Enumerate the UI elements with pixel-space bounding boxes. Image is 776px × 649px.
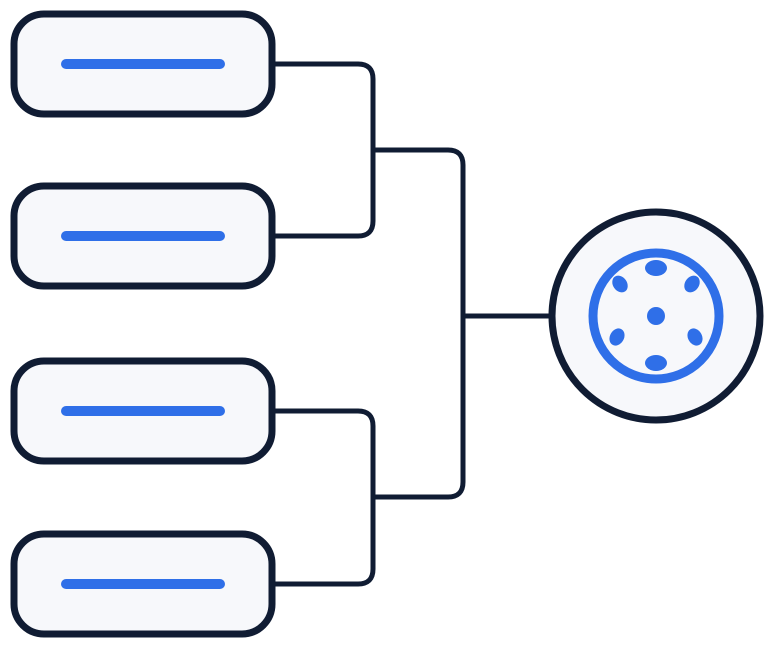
connector-round1-top <box>269 61 376 239</box>
pickleball-icon <box>548 208 764 424</box>
connector-round1-bottom <box>269 408 376 587</box>
entry-slot-4 <box>10 530 276 638</box>
bracket-connectors <box>269 61 553 587</box>
ball-holes <box>609 260 703 371</box>
connector-round2 <box>370 147 466 500</box>
entry-slot-2 <box>10 182 276 290</box>
entry-slot-1 <box>10 10 276 118</box>
entry-slot-3 <box>10 357 276 465</box>
